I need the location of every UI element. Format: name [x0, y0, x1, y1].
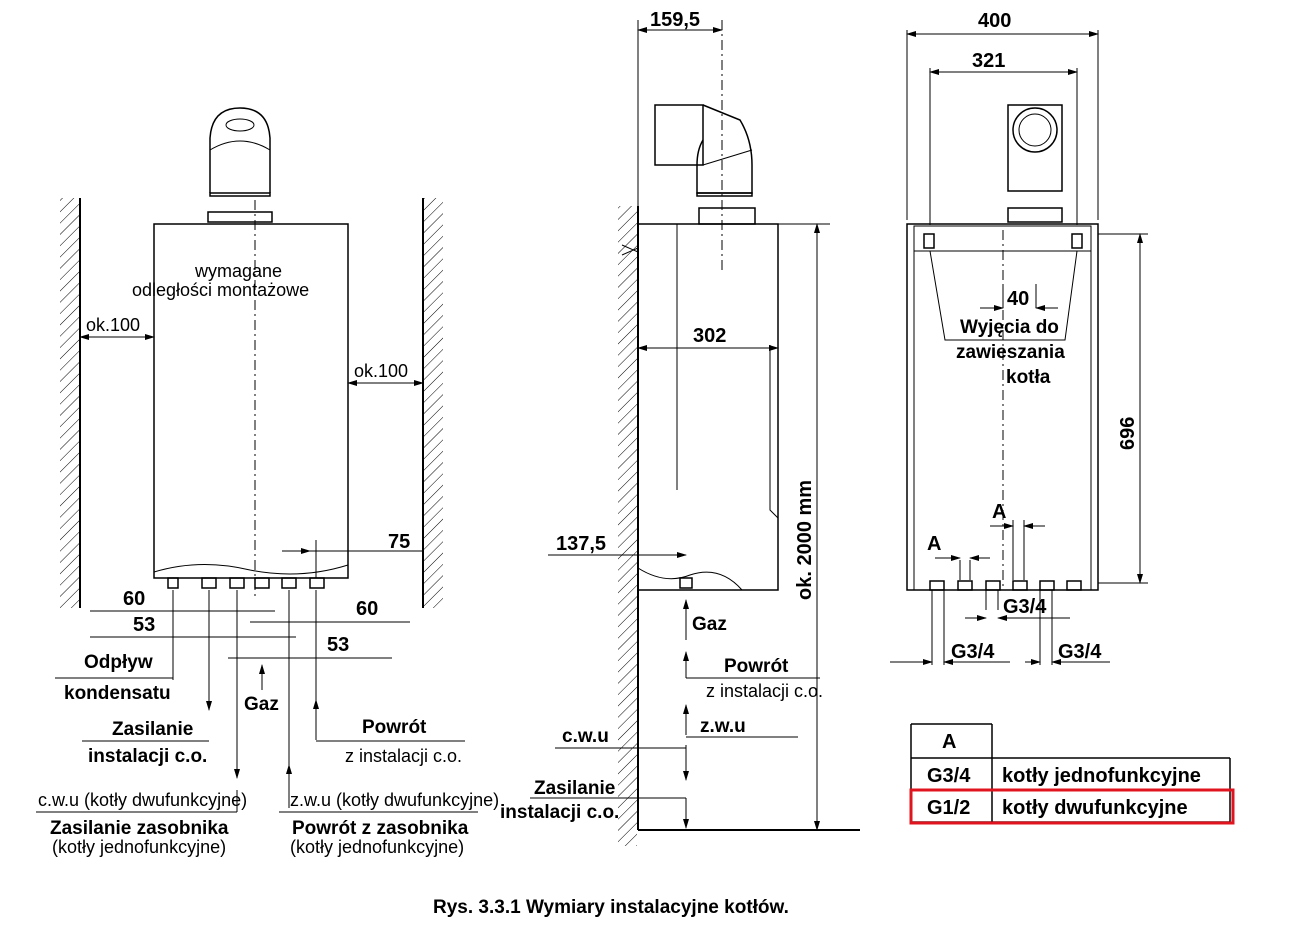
label-powrot-zasobnika-2: (kotły jednofunkcyjne) — [290, 837, 464, 857]
side-wall-hatch — [618, 206, 637, 846]
dim-2000: ok. 2000 mm — [794, 480, 816, 600]
label-zasilanie-side-2: instalacji c.o. — [500, 802, 619, 823]
clearance-title-2: odległości montażowe — [132, 280, 309, 300]
dim-400: 400 — [978, 10, 1011, 32]
table-header-a: A — [942, 731, 956, 753]
back-view: 400 321 40 Wyjęcia do zawieszania kotła — [890, 10, 1148, 665]
table-row-1-desc: kotły jednofunkcyjne — [1002, 765, 1201, 787]
g34-right: G3/4 — [1058, 641, 1102, 663]
label-gaz-side: Gaz — [692, 614, 727, 635]
label-zasilanie-1: Zasilanie — [112, 719, 193, 740]
label-wyjecia-2: zawieszania — [956, 342, 1065, 363]
side-flue-elbow — [654, 20, 756, 270]
label-powrot-zasobnika-1: Powrót z zasobnika — [292, 818, 469, 839]
table-row-2-highlight — [909, 788, 1235, 825]
label-powrot-side-1: Powrót — [724, 656, 789, 677]
label-zasilanie-zasobnika-2: (kotły jednofunkcyjne) — [52, 837, 226, 857]
label-zasilanie-side-1: Zasilanie — [534, 778, 615, 799]
label-cwu-side: c.w.u — [562, 726, 609, 747]
label-gaz-front: Gaz — [244, 694, 279, 715]
boiler-body-side — [637, 223, 779, 591]
table-row-1-code: G3/4 — [927, 765, 971, 787]
dim-a-left: A — [927, 533, 941, 555]
table-row-2-desc: kotły dwufunkcyjne — [1002, 797, 1188, 819]
label-zwu-side: z.w.u — [700, 716, 746, 737]
label-cwu-front: c.w.u (kotły dwufunkcyjne) — [38, 790, 247, 810]
label-odplyw-2: kondensatu — [64, 683, 171, 704]
left-wall-hatch — [60, 198, 79, 608]
label-zasilanie-zasobnika-1: Zasilanie zasobnika — [50, 818, 229, 839]
dim-53-left: 53 — [133, 614, 155, 636]
label-odplyw-1: Odpływ — [84, 652, 153, 673]
bottom-fittings — [167, 577, 325, 589]
label-zwu-front: z.w.u (kotły dwufunkcyjne) — [290, 790, 499, 810]
front-view: wymagane odległości montażowe ok.100 ok.… — [36, 107, 499, 857]
label-powrot-side-2: z instalacji c.o. — [706, 681, 823, 701]
dim-40: 40 — [1007, 288, 1029, 310]
dim-a-top: A — [992, 501, 1006, 523]
dim-137-5: 137,5 — [556, 533, 606, 555]
label-powrot-front-1: Powrót — [362, 717, 427, 738]
clearance-left-label: ok.100 — [86, 315, 140, 335]
table-row-2-code: G1/2 — [927, 797, 970, 819]
right-wall-hatch — [424, 198, 443, 608]
dim-53-right: 53 — [327, 634, 349, 656]
dim-302: 302 — [693, 325, 726, 347]
dim-159-5: 159,5 — [650, 9, 700, 31]
dim-321: 321 — [972, 50, 1005, 72]
figure-caption: Rys. 3.3.1 Wymiary instalacyjne kotłów. — [433, 897, 789, 918]
dim-60-right: 60 — [356, 598, 378, 620]
dim-696: 696 — [1117, 417, 1139, 450]
g34-top: G3/4 — [1003, 596, 1047, 618]
dim-75: 75 — [388, 531, 410, 553]
back-flue — [1007, 104, 1063, 223]
label-wyjecia-3: kotła — [1006, 367, 1051, 388]
thread-table: A G3/4 kotły jednofunkcyjne G1/2 kotły d… — [909, 723, 1235, 825]
g34-left: G3/4 — [951, 641, 995, 663]
label-zasilanie-2: instalacji c.o. — [88, 746, 207, 767]
side-view: 159,5 302 137,5 ok. 2000 mm Gaz Powrót z… — [500, 9, 860, 846]
flue-outlet — [207, 107, 273, 223]
boiler-body-front — [153, 223, 349, 579]
label-wyjecia-1: Wyjęcia do — [960, 317, 1059, 338]
dim-60-left: 60 — [123, 588, 145, 610]
clearance-title-1: wymagane — [194, 261, 282, 281]
label-powrot-front-2: z instalacji c.o. — [345, 746, 462, 766]
clearance-right-label: ok.100 — [354, 361, 408, 381]
back-fittings — [929, 520, 1082, 665]
